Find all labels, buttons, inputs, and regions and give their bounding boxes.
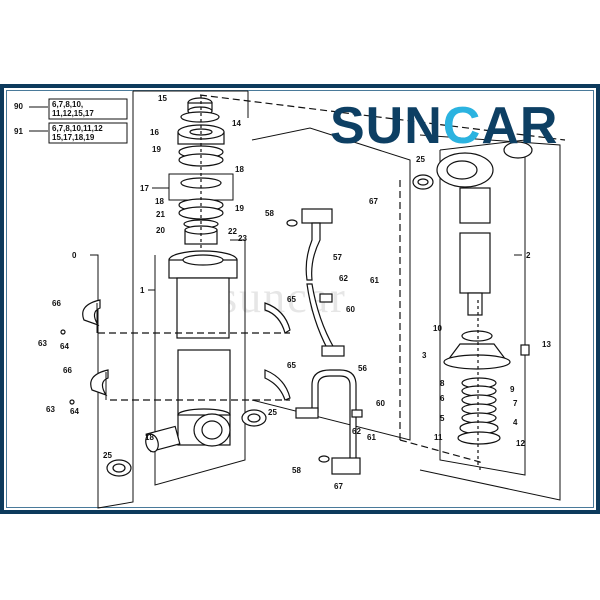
part-seal-stack — [457, 377, 501, 445]
part-58-oring-lower — [318, 455, 330, 463]
frame-inner-border — [6, 90, 594, 508]
kit-90: 90 6,7,8,10, 11,12,15,17 — [14, 98, 128, 120]
callout-7: 7 — [513, 399, 518, 408]
kit-ref-91: 91 — [14, 127, 23, 136]
kit-91-line1: 6,7,8,10,11,12 — [52, 124, 103, 133]
callout-12: 12 — [516, 439, 525, 448]
callout-65-upper: 65 — [287, 295, 296, 304]
callout-60-lower: 60 — [376, 399, 385, 408]
kit-91: 91 6,7,8,10,11,12 15,17,18,19 — [14, 122, 128, 144]
part-66-clamp-upper — [82, 299, 101, 333]
callout-15: 15 — [158, 94, 167, 103]
callout-14: 14 — [232, 119, 241, 128]
callout-60-upper: 60 — [346, 305, 355, 314]
callout-9: 9 — [510, 385, 515, 394]
logo-text-sun: SUN — [330, 97, 443, 155]
callout-21: 21 — [156, 210, 165, 219]
callout-61-upper: 61 — [370, 276, 379, 285]
callout-63-lower: 63 — [46, 405, 55, 414]
part-60-bracket-upper — [319, 293, 333, 303]
callout-67-lower: 67 — [334, 482, 343, 491]
part-18-bushing — [145, 425, 181, 453]
callout-25-mid: 25 — [268, 408, 277, 417]
callout-57: 57 — [333, 253, 342, 262]
callout-66-upper: 66 — [52, 299, 61, 308]
assembly-outline — [90, 91, 134, 509]
part-14-cap — [180, 111, 220, 123]
part-56-hose — [295, 369, 361, 475]
kit-90-line1: 6,7,8,10, — [52, 100, 83, 109]
part-13-screw — [520, 344, 530, 356]
callout-58-lower: 58 — [292, 466, 301, 475]
callout-64-lower: 64 — [70, 407, 79, 416]
callout-65-lower: 65 — [287, 361, 296, 370]
kit-91-line2: 15,17,18,19 — [52, 133, 95, 142]
callout-6: 6 — [440, 394, 445, 403]
callout-5: 5 — [440, 414, 445, 423]
callout-0: 0 — [72, 251, 77, 260]
callout-62-lower: 62 — [352, 427, 361, 436]
callout-25-right: 25 — [416, 155, 425, 164]
callout-58-upper: 58 — [265, 209, 274, 218]
callout-18-bottom: 18 — [155, 197, 164, 206]
callout-4: 4 — [513, 418, 518, 427]
callout-11: 11 — [434, 433, 443, 442]
part-60-bracket-lower — [351, 409, 363, 418]
callout-18-top: 18 — [235, 165, 244, 174]
callout-56: 56 — [358, 364, 367, 373]
part-63-bolt-upper — [60, 329, 66, 335]
callout-19-top: 19 — [152, 145, 161, 154]
callout-62-upper: 62 — [339, 274, 348, 283]
callout-8: 8 — [440, 379, 445, 388]
diagram-frame — [0, 84, 600, 514]
callout-2: 2 — [526, 251, 531, 260]
part-3-head — [443, 343, 511, 370]
callout-19-bottom: 19 — [235, 204, 244, 213]
callout-18-bushing: 18 — [145, 433, 154, 442]
callout-17: 17 — [140, 184, 149, 193]
part-65-clamp-upper — [264, 302, 291, 334]
callout-67-upper: 67 — [369, 197, 378, 206]
part-63-bolt-lower — [69, 399, 75, 405]
part-57-hose — [301, 208, 345, 357]
callout-20: 20 — [156, 226, 165, 235]
part-65-clamp-lower — [264, 369, 291, 401]
logo-c-wifi-icon: C — [442, 97, 482, 155]
part-2-rod — [436, 152, 494, 316]
callout-3: 3 — [422, 351, 427, 360]
callout-23: 23 — [238, 234, 247, 243]
callout-63-upper: 63 — [38, 339, 47, 348]
kit-90-line2: 11,12,15,17 — [52, 109, 94, 118]
part-20-locknut — [184, 225, 218, 245]
kit-ref-90: 90 — [14, 102, 23, 111]
callout-1: 1 — [140, 286, 145, 295]
part-58-oring-upper — [286, 219, 298, 227]
callout-25-left: 25 — [103, 451, 112, 460]
callout-64-upper: 64 — [60, 342, 69, 351]
callout-61-lower: 61 — [367, 433, 376, 442]
part-66-clamp-lower — [90, 369, 109, 400]
part-10-ring — [461, 330, 493, 342]
callout-22: 22 — [228, 227, 237, 236]
part-1-barrel — [168, 250, 238, 447]
callout-10: 10 — [433, 324, 442, 333]
callout-66-lower: 66 — [63, 366, 72, 375]
suncar-logo: SUN C AR — [330, 96, 558, 156]
part-bushing-top — [503, 141, 533, 159]
callout-16: 16 — [150, 128, 159, 137]
callout-13: 13 — [542, 340, 551, 349]
logo-text-ar: AR — [481, 97, 559, 155]
